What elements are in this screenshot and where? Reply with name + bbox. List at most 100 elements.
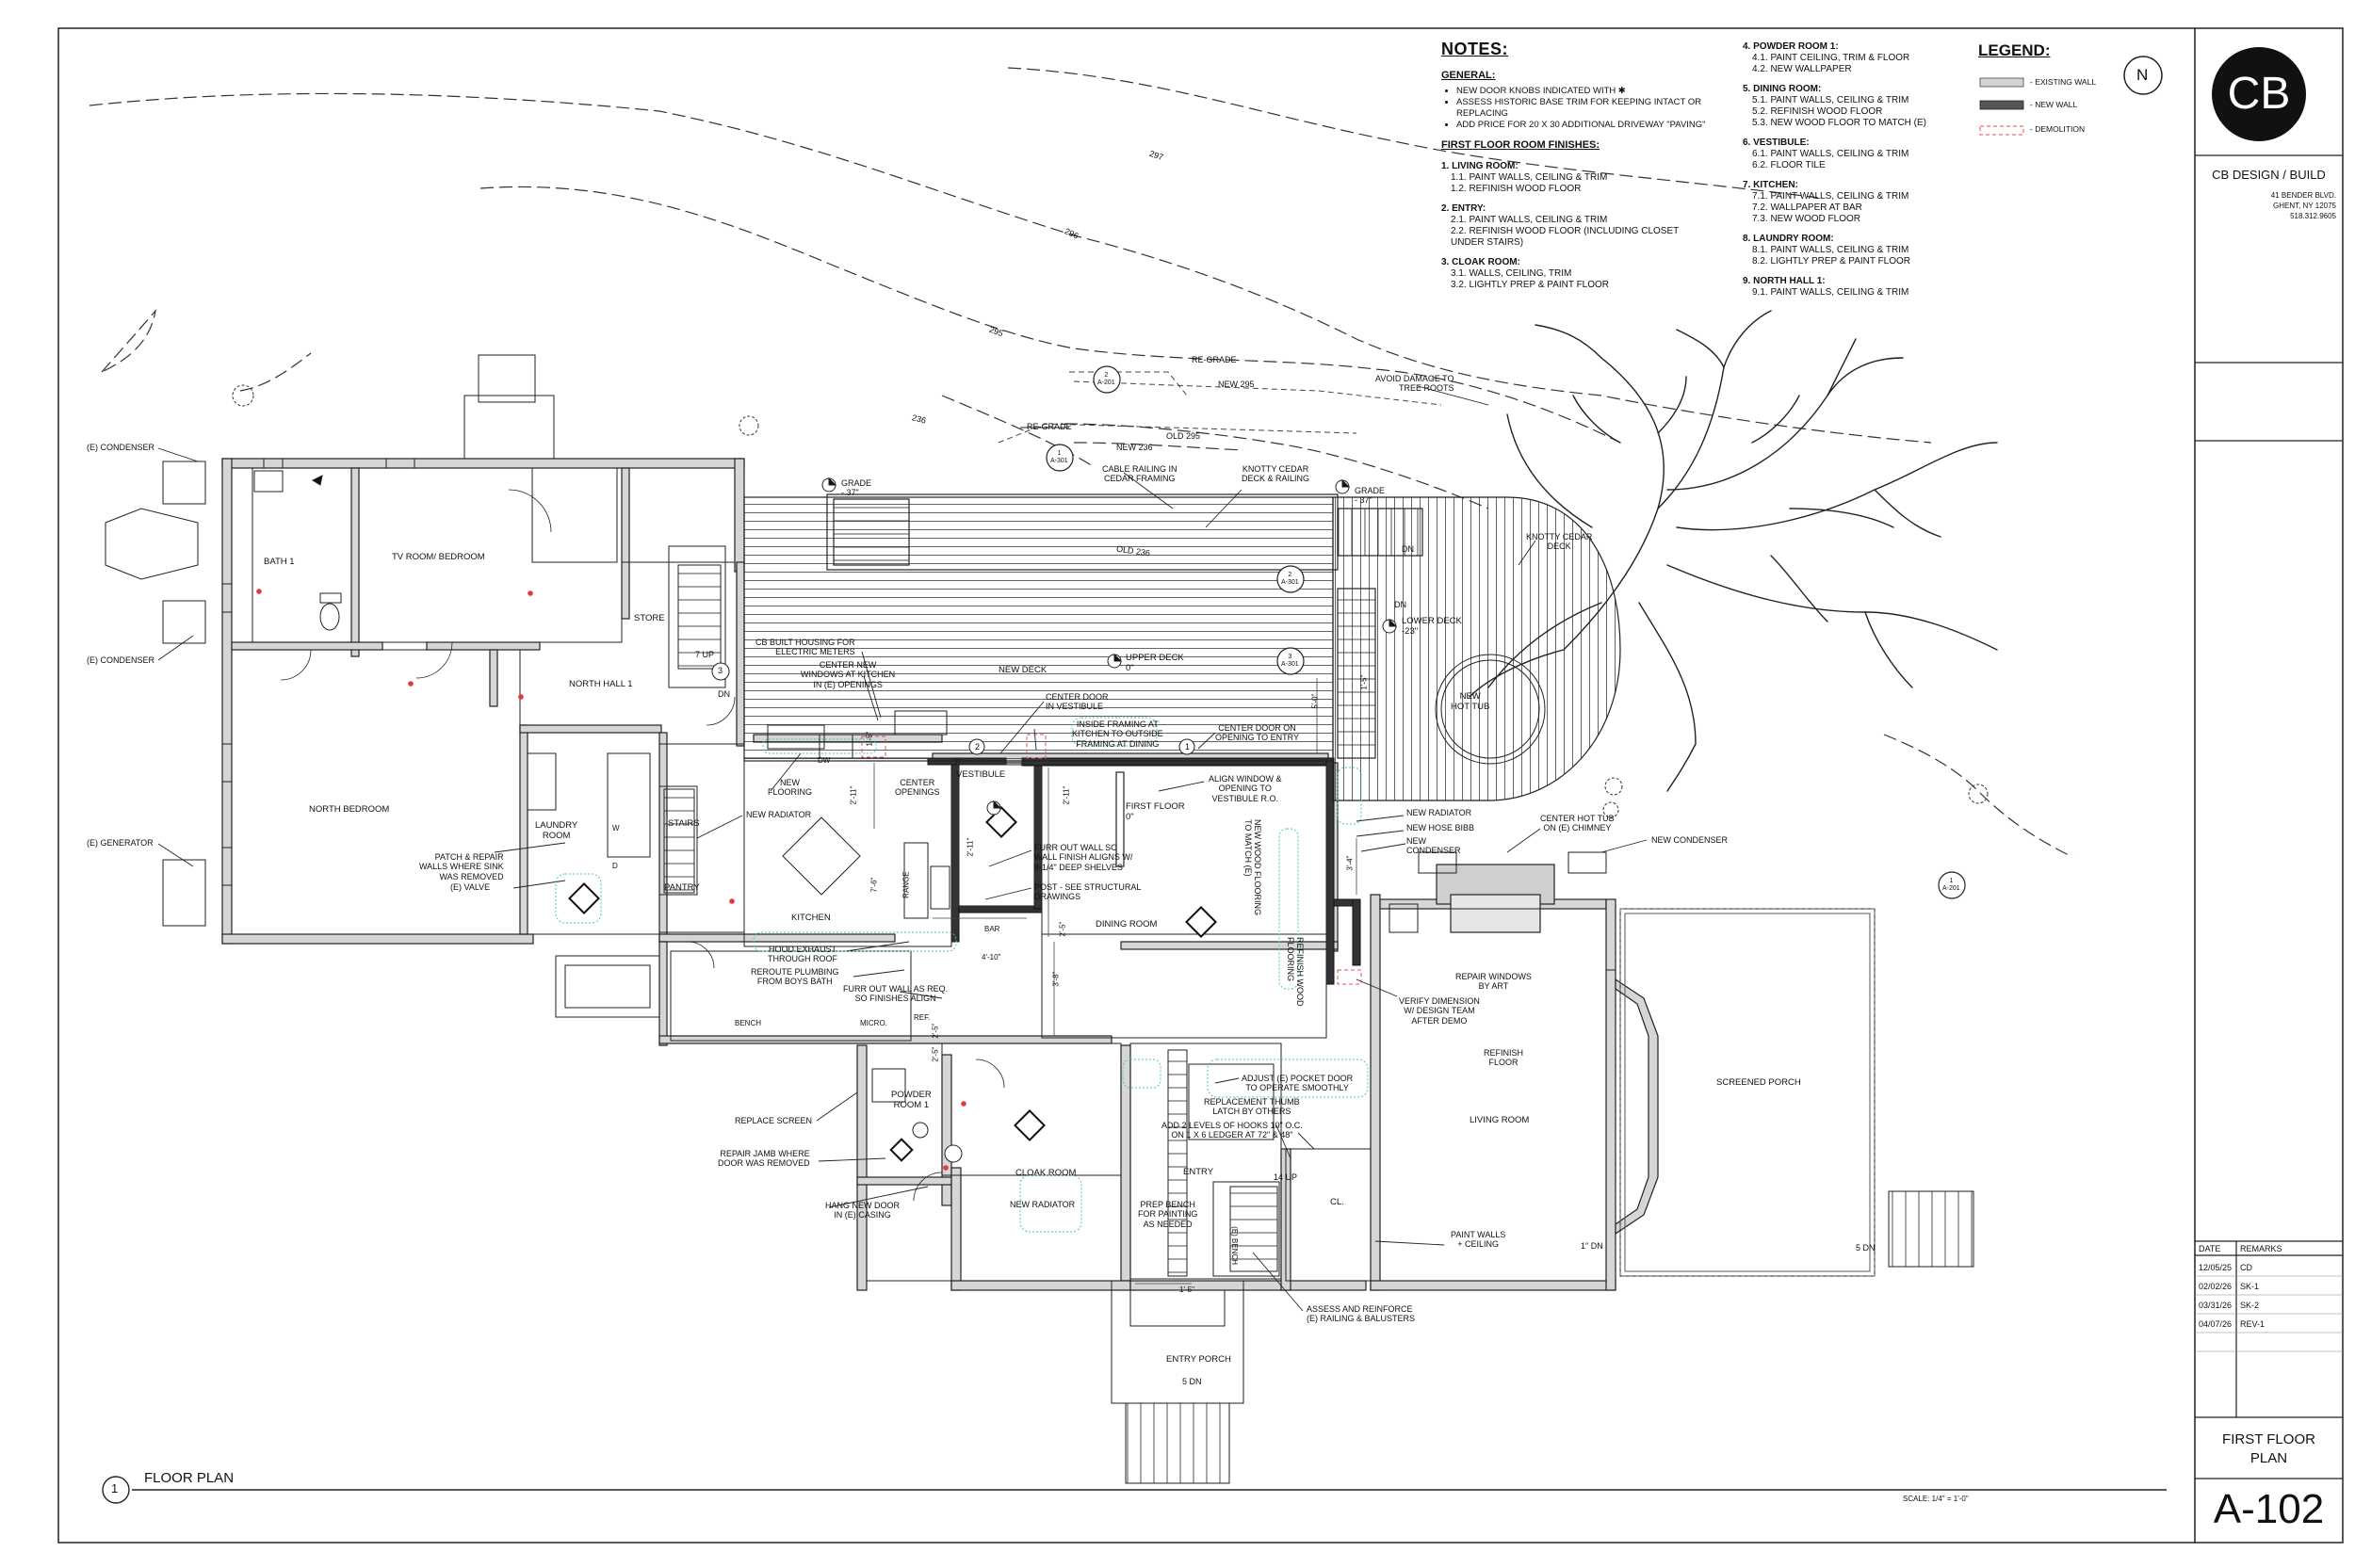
callout-new-condenser-1: NEW CONDENSER [1406,836,1461,856]
callout-center-hot-tub: CENTER HOT TUB ON (E) CHIMNEY [1540,814,1615,833]
callout-add-hooks: ADD 2 LEVELS OF HOOKS 10" O.C. ON 1 X 6 … [1161,1121,1303,1140]
room-first-floor-level: FIRST FLOOR 0" [1126,801,1185,822]
view-number: 1 [111,1481,119,1495]
tag-1: 1 [1185,742,1191,752]
dimension: 3'-8" [1051,971,1061,987]
callout-reroute-plumbing: REROUTE PLUMBING FROM BOYS BATH [751,967,839,987]
room-north-hall: NORTH HALL 1 [569,679,633,689]
finish-item: 4.1. PAINT CEILING, TRIM & FLOOR [1752,53,1910,63]
view-title: FLOOR PLAN [144,1470,235,1486]
dryer-label: D [612,862,618,870]
room-living: LIVING ROOM [1470,1115,1530,1125]
cb-logo: CB [2227,69,2291,119]
callout-new-flooring: NEW FLOORING [768,778,813,798]
callout-refinish-floor: REFINISH FLOOR [1484,1048,1524,1068]
finish-section-title: 2. ENTRY: [1441,202,1486,214]
callout-e-condenser-1: (E) CONDENSER [87,443,155,452]
sheet-title-line-2: PLAN [2249,1450,2288,1466]
north-arrow-label: N [2136,66,2149,84]
callout-center-door-vestibule: CENTER DOOR IN VESTIBULE [1046,692,1109,712]
legend-demo-label: - DEMOLITION [2030,124,2086,134]
section-ref-1-a301: 1 A-301 [1050,450,1068,465]
callout-furr-out-2: FURR OUT WALL AS REQ. SO FINISHES ALIGN [843,984,949,1004]
finish-item: 1.2. REFINISH WOOD FLOOR [1451,183,1582,194]
fixtures [253,470,950,1139]
tree-drawing [1469,310,1998,792]
firm-address-2: GHENT, NY 12075 [2273,202,2336,210]
section-ref-1-a201: 1 A-201 [1942,878,1960,893]
e-bench-label: (E) BENCH [1230,1226,1240,1266]
knotty-deck-note-2: KNOTTY CEDAR DECK [1526,532,1593,552]
deck-area [743,493,1621,867]
revision-remark: SK-1 [2240,1282,2260,1291]
stair-dn-1: DN [1402,544,1414,554]
callout-e-condenser-2: (E) CONDENSER [87,655,155,665]
sheet-title-line-1: FIRST FLOOR [2222,1431,2315,1447]
callout-hang-new-door: HANG NEW DOOR IN (E) CASING [825,1201,901,1220]
callout-new-radiator-2: NEW RADIATOR [1406,808,1472,817]
stair-dn-2: DN [1394,600,1406,609]
callout-center-windows: CENTER NEW WINDOWS AT KITCHEN IN (E) OPE… [801,660,896,689]
general-note: ADD PRICE FOR 20 X 30 ADDITIONAL DRIVEWA… [1456,120,1714,130]
finish-item: 1.1. PAINT WALLS, CEILING & TRIM [1451,171,1608,183]
finish-item: 6.2. FLOOR TILE [1752,160,1826,170]
legend-existing-label: - EXISTING WALL [2030,77,2097,87]
room-north-bedroom: NORTH BEDROOM [309,804,390,815]
section-ref-3-a301: 3 A-301 [1281,654,1299,669]
finish-section-title: 8. LAUNDRY ROOM: [1743,234,1834,244]
windows [222,459,1616,1243]
general-heading: GENERAL: [1441,69,1496,81]
callout-replace-screen: REPLACE SCREEN [735,1116,813,1125]
dimension: 2'-5" [931,1023,940,1039]
grade-label-1: GRADE - 37" [841,478,872,498]
notes-block-1: NOTES: GENERAL: NEW DOOR KNOBS INDICATED… [1441,40,1714,291]
leader-lines [157,385,1648,1312]
interior-linework [105,354,1876,1404]
dimension: 2'-11" [1062,785,1071,805]
room-entry: ENTRY [1183,1167,1214,1177]
finish-section-title: 9. NORTH HALL 1: [1743,276,1826,286]
callout-repair-windows: REPAIR WINDOWS BY ART [1455,972,1532,992]
revision-rows [2195,1275,2343,1352]
finish-item: 7.2. WALLPAPER AT BAR [1752,202,1862,213]
callout-e-valve: (E) VALVE [450,882,491,892]
callout-center-openings: CENTER OPENINGS [895,778,940,798]
callout-hood-exhaust: HOOD EXHAUST THROUGH ROOF [768,945,837,964]
legend-new-label: - NEW WALL [2030,100,2078,109]
callout-replacement-thumb: REPLACEMENT THUMB LATCH BY OTHERS [1204,1097,1300,1117]
revision-remark: CD [2240,1263,2252,1272]
general-note: ASSESS HISTORIC BASE TRIM FOR KEEPING IN… [1456,97,1714,119]
firm-phone: 518.312.9605 [2290,212,2336,220]
room-stairs: STAIRS [668,818,700,829]
room-upper-deck: UPPER DECK 0" [1126,653,1184,673]
legend-demo-swatch [1979,125,2024,136]
cb-logo-circle [2212,47,2306,141]
avoid-roots-note: AVOID DAMAGE TO TREE ROOTS [1375,374,1454,394]
finish-section-title: 3. CLOAK ROOM: [1441,256,1520,267]
firm-address-1: 41 BENDER BLVD. [2270,191,2336,200]
dimension: 2'-11" [849,785,858,805]
sheet-border [57,27,2344,1544]
callout-new-hose-bibb: NEW HOSE BIBB [1406,823,1475,832]
callout-prep-bench: PREP BENCH FOR PAINTING AS NEEDED [1138,1200,1198,1229]
callout-adjust-pocket: ADJUST (E) POCKET DOOR TO OPERATE SMOOTH… [1242,1074,1354,1093]
tag-3: 3 [718,666,723,675]
callout-center-door-entry: CENTER DOOR ON OPENING TO ENTRY [1215,723,1300,743]
callout-inside-framing: INSIDE FRAMING AT KITCHEN TO OUTSIDE FRA… [1072,719,1163,749]
closet-label: CL. [1330,1197,1344,1207]
tag-markers [711,662,1195,1163]
room-powder: POWDER ROOM 1 [891,1090,932,1110]
stair-up-7: 7 UP [695,650,715,659]
room-screened-porch: SCREENED PORCH [1716,1077,1801,1088]
north-arrow [2123,56,2163,95]
room-tv-room: TV ROOM/ BEDROOM [392,552,485,562]
finish-section-title: 1. LIVING ROOM: [1441,160,1519,171]
legend-title: LEGEND: [1978,41,2051,59]
callout-repair-jamb: REPAIR JAMB WHERE DOOR WAS REMOVED [718,1149,810,1169]
callout-e-generator: (E) GENERATOR [87,838,154,848]
room-new-deck: NEW DECK [999,665,1048,675]
section-ref-2-a201: 2 A-201 [1097,372,1115,387]
finish-item: 2.2. REFINISH WOOD FLOOR (INCLUDING CLOS… [1451,225,1680,248]
tag-2: 2 [975,742,981,752]
dishwasher-label: DW [818,756,831,765]
